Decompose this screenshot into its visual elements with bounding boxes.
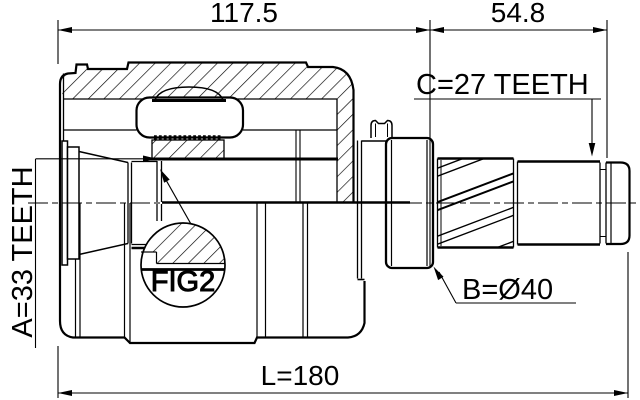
spider-arm-section [151, 139, 225, 160]
tripod-roller [135, 96, 245, 139]
arrowhead-left [430, 27, 444, 33]
leader-arrow [588, 143, 596, 157]
leader-arrow [433, 266, 444, 281]
arrowhead-left [58, 27, 72, 33]
housing-wall-hatch [60, 62, 354, 202]
label-b-diameter: B=Ø40 [433, 266, 576, 306]
dimension-54-8: 54.8 [430, 0, 608, 158]
arrowhead-right [614, 390, 628, 396]
label-a-teeth-text: A=33 TEETH [7, 166, 39, 337]
label-c-teeth-text: C=27 TEETH [416, 69, 589, 101]
housing-lower-outline [58, 203, 366, 345]
fig2-leader-arrow [160, 169, 170, 183]
dim-117-5-value: 117.5 [210, 0, 278, 28]
shaft-end-cap [606, 161, 631, 246]
arrowhead-right [416, 27, 430, 33]
dimension-117-5: 117.5 [57, 0, 431, 266]
fig2-detail: FIG2 [140, 169, 226, 308]
housing-outline [58, 61, 355, 203]
roller-ball-dome [154, 86, 224, 101]
dimension-l180: L=180 [57, 252, 629, 398]
helical-spline-section [438, 158, 513, 248]
arrowhead-left [58, 390, 72, 396]
dim-54-8-value: 54.8 [491, 0, 546, 28]
label-b-diameter-text: B=Ø40 [462, 274, 553, 306]
label-a-teeth: A=33 TEETH [7, 155, 157, 348]
arrowhead-right [593, 27, 607, 33]
fig2-label: FIG2 [151, 266, 215, 298]
label-c-teeth: C=27 TEETH [414, 69, 601, 157]
leader-arrow [143, 155, 157, 163]
dim-l180-value: L=180 [261, 360, 340, 391]
boot-clamp-section [370, 119, 393, 138]
tripod-bearing [135, 86, 338, 221]
